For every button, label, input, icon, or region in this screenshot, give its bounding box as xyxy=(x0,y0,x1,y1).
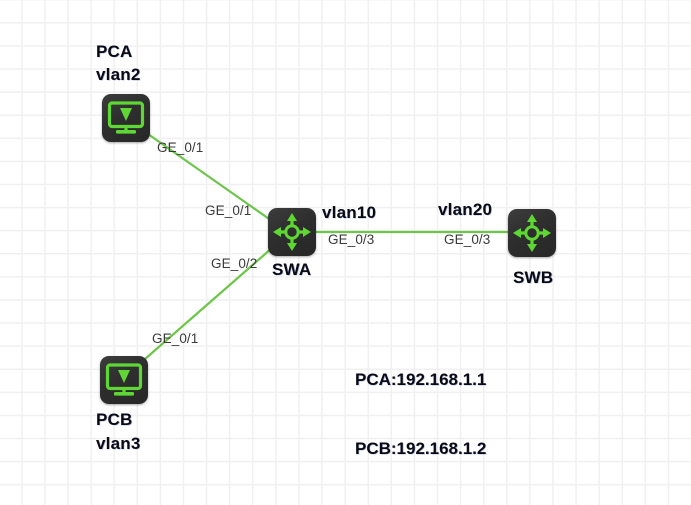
pca-vlan-label: vlan2 xyxy=(96,65,141,84)
pcb-label: PCB xyxy=(96,410,133,429)
swb-label: SWB xyxy=(513,268,554,287)
pca-label: PCA xyxy=(96,42,133,61)
pc-monitor-icon xyxy=(100,356,148,404)
node-pca[interactable] xyxy=(102,94,150,142)
swa-label: SWA xyxy=(272,260,312,279)
vlan20-label: vlan20 xyxy=(438,200,493,219)
port-label-pca: GE_0/1 xyxy=(157,140,204,155)
switch-arrows-icon xyxy=(508,209,556,257)
node-pcb[interactable] xyxy=(100,356,148,404)
link-pca-swa[interactable] xyxy=(146,132,274,223)
port-label-swa-3: GE_0/3 xyxy=(328,232,375,247)
pcb-vlan-label: vlan3 xyxy=(96,434,141,453)
vlan10-label: vlan10 xyxy=(322,203,377,222)
ip-line-pca: PCA:192.168.1.1 xyxy=(355,370,487,389)
port-label-pcb: GE_0/1 xyxy=(152,331,199,346)
pc-monitor-icon xyxy=(102,94,150,142)
ip-line-pcb: PCB:192.168.1.2 xyxy=(355,439,487,458)
port-label-swa-2: GE_0/2 xyxy=(211,256,258,271)
port-label-swa-1: GE_0/1 xyxy=(205,203,252,218)
node-swa[interactable] xyxy=(268,208,316,256)
switch-arrows-icon xyxy=(268,208,316,256)
node-swb[interactable] xyxy=(508,209,556,257)
link-pcb-swa[interactable] xyxy=(143,246,274,361)
ip-address-list: PCA:192.168.1.1 PCB:192.168.1.2 vlan20:1… xyxy=(355,322,503,505)
port-label-swb-3: GE_0/3 xyxy=(444,232,491,247)
